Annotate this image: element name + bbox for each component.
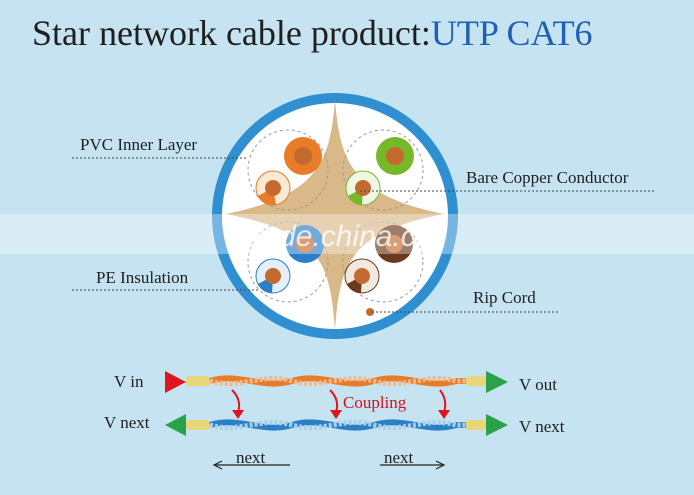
cross-separator xyxy=(226,100,444,330)
label-pe-insulation: PE Insulation xyxy=(96,268,189,287)
brown-pair xyxy=(344,225,413,294)
orange-twisted-cable xyxy=(186,375,486,387)
v-out-arrow xyxy=(486,371,508,393)
label-rip-cord: Rip Cord xyxy=(473,288,536,307)
pair-outlines xyxy=(247,129,424,303)
label-next-right: next xyxy=(384,448,414,467)
label-next-left: next xyxy=(236,448,266,467)
rip-cord-dot xyxy=(366,308,374,316)
next-direction-arrows xyxy=(212,460,446,470)
green-pair xyxy=(345,137,414,206)
title-prefix: Star network cable product: xyxy=(32,13,431,53)
blue-twisted-cable xyxy=(186,419,486,431)
title-product: UTP CAT6 xyxy=(430,13,593,53)
label-bare-copper-conductor: Bare Copper Conductor xyxy=(466,168,629,187)
label-v-in: V in xyxy=(114,372,144,391)
label-coupling: Coupling xyxy=(343,393,407,412)
blue-pair xyxy=(255,225,324,294)
page-title: Star network cable product:UTP CAT6 xyxy=(32,12,593,54)
label-v-out: V out xyxy=(519,375,557,394)
label-v-next-right: V next xyxy=(519,417,565,436)
v-in-arrow xyxy=(165,371,186,393)
label-pvc-inner-layer: PVC Inner Layer xyxy=(80,135,198,154)
v-next-right-arrow xyxy=(486,414,508,436)
v-next-left-arrow xyxy=(165,414,186,436)
watermark: trade.china.cn xyxy=(244,220,433,253)
coupling-arrows xyxy=(231,389,450,419)
leader-lines xyxy=(72,157,656,313)
orange-pair xyxy=(255,137,322,206)
watermark-band xyxy=(0,214,694,254)
label-v-next-left: V next xyxy=(104,413,150,432)
